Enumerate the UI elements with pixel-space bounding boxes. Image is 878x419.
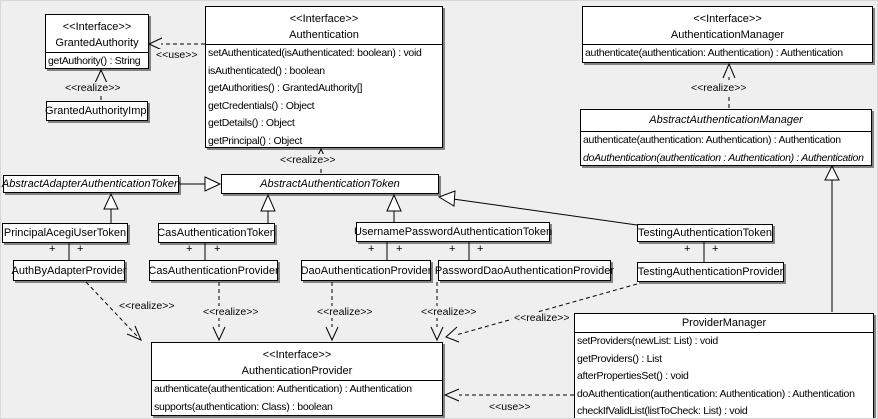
- multiplicity-plus: +: [186, 243, 193, 255]
- multiplicity-plus: +: [49, 243, 56, 255]
- class-box-dao-authentication-provider[interactable]: DaoAuthenticationProvider: [301, 260, 431, 281]
- edge-use-providermanager: [443, 388, 574, 402]
- method: getAuthority() : String: [48, 55, 141, 67]
- class-name: GrantedAuthorityImpl: [45, 105, 149, 117]
- class-box-auth-by-adapter-provider[interactable]: AuthByAdapterProvider: [11, 260, 127, 281]
- edge-realize-testingprovider: [445, 283, 638, 343]
- edge-label-realize: <<realize>>: [201, 306, 261, 318]
- method: authenticate(authentication: Authenticat…: [585, 47, 843, 59]
- method: doAuthentication(authentication : Authen…: [583, 151, 864, 164]
- class-box-abstract-authentication-manager[interactable]: AbstractAuthenticationManager authentica…: [580, 109, 872, 166]
- edge-use-authentication-grantedauthority: [147, 37, 205, 51]
- class-box-testing-authentication-token[interactable]: TestingAuthenticationToken: [637, 224, 773, 242]
- class-box-provider-manager[interactable]: ProviderManager setProviders(newList: Li…: [574, 313, 874, 418]
- method: isAuthenticated() : boolean: [208, 64, 325, 77]
- class-name: DaoAuthenticationProvider: [300, 264, 432, 277]
- class-box-abstract-adapter-authentication-token[interactable]: AbstractAdapterAuthenticationToken: [1, 175, 181, 193]
- edge-gen-testingtoken: [437, 190, 638, 226]
- multiplicity-plus: +: [684, 243, 691, 255]
- class-name: CasAuthenticationToken: [157, 227, 276, 239]
- class-box-cas-authentication-token[interactable]: CasAuthenticationToken: [157, 223, 276, 243]
- method: getProviders() : List: [577, 352, 662, 365]
- class-box-principal-acegi-user-token[interactable]: PrincipalAcegiUserToken: [2, 223, 128, 243]
- multiplicity-plus: +: [449, 243, 456, 255]
- method: authenticate(authentication: Authenticat…: [154, 383, 412, 395]
- class-box-username-password-authentication-token[interactable]: UsernamePasswordAuthenticationToken: [353, 222, 553, 242]
- method: getAuthorities() : GrantedAuthority[]: [208, 82, 363, 94]
- multiplicity-plus: +: [712, 243, 719, 255]
- edge-realize-casauthenticationprovider: [212, 282, 226, 342]
- class-box-authentication[interactable]: <<Interface>> Authentication setAuthenti…: [205, 6, 443, 148]
- method: getDetails() : Object: [208, 117, 295, 129]
- class-box-abstract-authentication-token[interactable]: AbstractAuthenticationToken: [221, 174, 439, 194]
- class-box-cas-authentication-provider[interactable]: CasAuthenticationProvider: [148, 260, 279, 281]
- method: authenticate(authentication: Authenticat…: [583, 134, 841, 146]
- class-box-password-dao-authentication-provider[interactable]: PasswordDaoAuthenticationProvider: [434, 260, 615, 281]
- class-name: Authentication: [289, 29, 359, 41]
- class-stereotype: <<Interface>>: [693, 13, 762, 25]
- edge-label-realize: <<realize>>: [512, 312, 572, 324]
- edge-gen-providermanager: [824, 164, 840, 312]
- class-name: AuthenticationProvider: [241, 365, 353, 377]
- class-name: CasAuthenticationProvider: [148, 264, 279, 277]
- class-box-authentication-manager[interactable]: <<Interface>> AuthenticationManager auth…: [582, 6, 873, 63]
- method: supports(authentication: Class) : boolea…: [154, 400, 333, 413]
- class-name: AuthenticationManager: [670, 29, 785, 41]
- method: getCredentials() : Object: [208, 99, 315, 112]
- class-box-authentication-provider[interactable]: <<Interface>> AuthenticationProvider aut…: [151, 342, 443, 416]
- edge-label-realize: <<realize>>: [419, 306, 479, 318]
- edge-realize-passworddaoprovider: [430, 282, 444, 342]
- edge-label-realize: <<realize>>: [278, 154, 338, 166]
- method: setProviders(newList: List) : void: [577, 335, 718, 347]
- class-name: PasswordDaoAuthenticationProvider: [434, 264, 615, 277]
- class-stereotype: <<Interface>>: [289, 13, 359, 25]
- multiplicity-plus: +: [214, 243, 221, 255]
- class-name: PrincipalAcegiUserToken: [3, 227, 127, 239]
- edge-realize-authbyadapterprovider: [85, 281, 142, 341]
- multiplicity-plus: +: [396, 243, 403, 255]
- method: checkIfValidList(listToCheck: List) : vo…: [577, 405, 748, 417]
- edge-gen-castoken: [260, 193, 276, 223]
- edge-label-realize: <<realize>>: [315, 306, 375, 318]
- edge-gen-principal: [103, 192, 119, 223]
- method: doAuthentication(authentication: Authent…: [577, 387, 855, 400]
- edge-label-use: <<use>>: [487, 401, 533, 413]
- class-box-granted-authority-impl[interactable]: GrantedAuthorityImpl: [45, 101, 149, 121]
- edge-label-realize: <<realize>>: [689, 82, 749, 94]
- class-name: UsernamePasswordAuthenticationToken: [353, 226, 553, 238]
- edge-label-use: <<use>>: [154, 49, 200, 61]
- method: afterPropertiesSet() : void: [577, 370, 689, 382]
- class-name: TestingAuthenticationToken: [638, 227, 772, 239]
- multiplicity-plus: +: [477, 243, 484, 255]
- class-name: GrantedAuthority: [55, 37, 139, 49]
- multiplicity-plus: +: [77, 243, 84, 255]
- method: getPrincipal() : Object: [208, 134, 303, 147]
- class-name: AuthByAdapterProvider: [11, 264, 127, 277]
- class-box-granted-authority[interactable]: <<Interface>> GrantedAuthority getAuthor…: [45, 14, 149, 69]
- edge-gen-adapter-token: [180, 176, 222, 192]
- class-name: ProviderManager: [681, 317, 767, 329]
- class-box-testing-authentication-provider[interactable]: TestingAuthenticationProvider: [637, 262, 784, 282]
- edge-gen-usernamepasswordtoken: [386, 193, 402, 222]
- edge-label-realize: <<realize>>: [63, 82, 123, 94]
- edge-realize-daoauthenticationprovider: [325, 282, 339, 342]
- method: setAuthenticated(isAuthenticated: boolea…: [208, 47, 422, 59]
- class-name: AbstractAuthenticationManager: [649, 114, 803, 126]
- class-name: AbstractAuthenticationToken: [260, 178, 400, 190]
- class-name: TestingAuthenticationProvider: [637, 266, 784, 278]
- class-stereotype: <<Interface>>: [262, 349, 332, 361]
- class-name: AbstractAdapterAuthenticationToken: [1, 178, 181, 190]
- edge-label-realize: <<realize>>: [117, 300, 177, 312]
- multiplicity-plus: +: [368, 243, 375, 255]
- class-stereotype: <<Interface>>: [62, 21, 132, 33]
